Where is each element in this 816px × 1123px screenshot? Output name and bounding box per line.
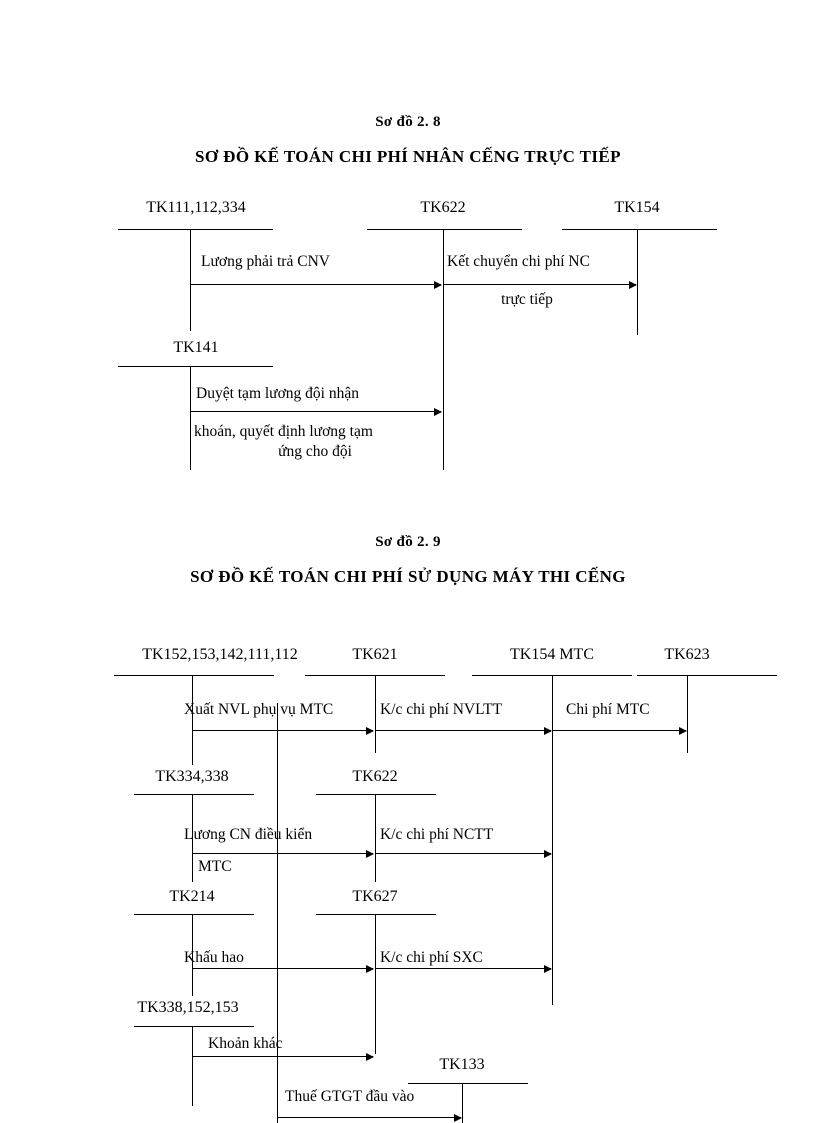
account-rule-tk111-112-334 — [118, 229, 273, 230]
flow-caption-khoan-khac: Khoản khác — [208, 1035, 283, 1052]
account-label-tk141: TK141 — [173, 339, 219, 356]
flow-caption-khau-hao: Khấu hao — [184, 949, 244, 966]
flow-caption-chi-phi-mtc: Chi phí MTC — [566, 701, 650, 718]
account-rule-tk622 — [367, 229, 522, 230]
account-label-tk338-152-153: TK338,152,153 — [137, 999, 239, 1016]
account-rule-tk133 — [408, 1083, 528, 1084]
flow-caption-luong-cn-dieu-kien: Lương CN điều kiển — [184, 826, 313, 843]
account-stem-tk152-153-142-111-112 — [192, 675, 193, 765]
account-label-tk154: TK154 — [614, 199, 660, 216]
figure-number-2: Sơ đồ 2. 9 — [375, 534, 441, 550]
account-label-tk623: TK623 — [664, 646, 710, 663]
flow-arrow-khau-hao — [193, 964, 374, 973]
account-stem-tk133 — [462, 1083, 463, 1123]
account-rule-tk214 — [134, 914, 254, 915]
flow-arrow-kc-chi-phi-nvltt — [376, 726, 552, 735]
account-stem-tk621 — [375, 675, 376, 753]
account-rule-tk154 — [562, 229, 717, 230]
flow-arrow-duyet-tam-luong — [191, 407, 442, 416]
account-rule-tk623 — [637, 675, 777, 676]
flow-caption-ket-chuyen-chi-phi-nc: Kết chuyển chi phí NC — [447, 253, 590, 270]
flow-arrow-khoan-khac — [193, 1052, 374, 1061]
flow-caption-luong-phai-tra-cnv: Lương phải trả CNV — [201, 253, 330, 270]
flow-arrow-thue-gtgt-dau-vao — [278, 1113, 462, 1122]
vat-column-stem — [277, 703, 278, 1123]
account-label-tk622-mtc: TK622 — [352, 768, 398, 785]
flow-arrow-xuat-nvl-phu-vu-mtc — [193, 726, 374, 735]
account-label-tk133: TK133 — [439, 1056, 485, 1073]
flow-arrow-kc-chi-phi-sxc — [376, 964, 552, 973]
account-stem-tk622-mtc — [375, 794, 376, 882]
flow-caption-khoan-quyet-dinh-luong-tam: khoán, quyết định lương tạm — [194, 423, 373, 440]
account-stem-tk141 — [190, 366, 191, 470]
flow-caption-xuat-nvl-phu-vu-mtc: Xuất NVL phụ vụ MTC — [184, 701, 334, 718]
flow-caption-mtc: MTC — [198, 858, 232, 875]
account-label-tk154-mtc: TK154 MTC — [510, 646, 594, 663]
flow-arrow-chi-phi-mtc — [553, 726, 687, 735]
account-label-tk621: TK621 — [352, 646, 398, 663]
flow-arrow-kc-chi-phi-nctt — [376, 849, 552, 858]
flow-caption-truc-tiep: trực tiếp — [501, 291, 553, 308]
account-stem-tk623 — [687, 675, 688, 753]
account-label-tk214: TK214 — [169, 888, 215, 905]
account-stem-tk214 — [192, 914, 193, 996]
figure-title-1: SƠ ĐỒ KẾ TOÁN CHI PHÍ NHÂN CẾNG TRỰC TIẾ… — [195, 147, 621, 166]
flow-arrow-ket-chuyen-chi-phi-nc — [444, 280, 637, 289]
flow-caption-duyet-tam-luong-doi-nhan: Duyệt tạm lương đội nhận — [196, 385, 359, 402]
flow-arrow-luong-phai-tra-cnv — [191, 280, 442, 289]
flow-caption-kc-chi-phi-nvltt: K/c chi phí NVLTT — [380, 701, 503, 718]
account-rule-tk152-153-142-111-112 — [114, 675, 274, 676]
account-stem-tk154 — [637, 229, 638, 335]
account-stem-tk111-112-334 — [190, 229, 191, 331]
flow-arrow-luong-cn-dieu-kien — [193, 849, 374, 858]
figure-title-2: SƠ ĐỒ KẾ TOÁN CHI PHÍ SỬ DỤNG MÁY THI CẾ… — [190, 567, 626, 586]
account-label-tk627: TK627 — [352, 888, 398, 905]
account-label-tk111-112-334: TK111,112,334 — [146, 199, 246, 216]
account-stem-tk338-152-153 — [192, 1026, 193, 1106]
account-rule-tk334-338 — [134, 794, 254, 795]
flow-caption-ung-cho-doi: ứng cho đội — [278, 443, 352, 460]
account-rule-tk622-mtc — [316, 794, 436, 795]
flow-caption-thue-gtgt-dau-vao: Thuế GTGT đầu vào — [285, 1088, 415, 1105]
account-stem-tk154-mtc — [552, 675, 553, 1005]
figure-number-1: Sơ đồ 2. 8 — [375, 114, 441, 130]
flow-caption-kc-chi-phi-sxc: K/c chi phí SXC — [380, 949, 483, 966]
account-rule-tk141 — [118, 366, 273, 367]
account-rule-tk627 — [316, 914, 436, 915]
account-label-tk622: TK622 — [420, 199, 466, 216]
account-label-tk152-153-142-111-112: TK152,153,142,111,112 — [142, 646, 298, 663]
account-stem-tk622 — [443, 229, 444, 470]
account-rule-tk338-152-153 — [134, 1026, 254, 1027]
account-stem-tk627 — [375, 914, 376, 1054]
account-label-tk334-338: TK334,338 — [155, 768, 229, 785]
account-stem-tk334-338 — [192, 794, 193, 882]
flow-caption-kc-chi-phi-nctt: K/c chi phí NCTT — [380, 826, 494, 843]
